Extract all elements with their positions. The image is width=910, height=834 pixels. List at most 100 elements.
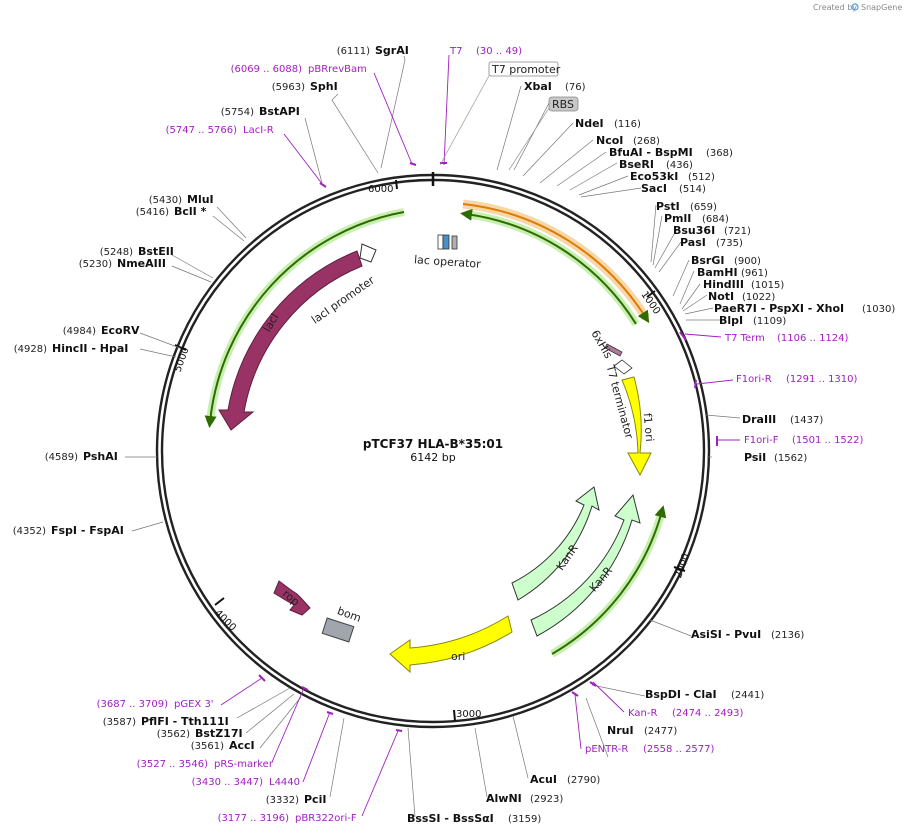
site-label-noti[interactable]: NotI(1022) (708, 290, 775, 303)
svg-text:(5248): (5248) (100, 247, 133, 258)
site-label-bfuai[interactable]: BfuAI - BspMI(368) (609, 146, 733, 159)
ori-feature[interactable]: ori (389, 615, 513, 674)
site-label-bsu36i[interactable]: Bsu36I(721) (673, 224, 751, 237)
svg-text:(3430 .. 3447): (3430 .. 3447) (192, 777, 264, 788)
tick-4000: 4000 (212, 597, 238, 634)
site-label-saci[interactable]: SacI(514) (641, 182, 706, 195)
site-label-bstapi[interactable]: (5754)BstAPI (221, 105, 300, 118)
orf-arrow-top (460, 208, 640, 327)
svg-text:(3562): (3562) (157, 729, 190, 740)
svg-text:BclI *: BclI * (174, 205, 207, 218)
svg-text:(3527 .. 3546): (3527 .. 3546) (137, 759, 209, 770)
laci-feature[interactable]: lacI (218, 250, 363, 431)
site-label-bsrgi[interactable]: BsrGI(900) (691, 254, 761, 267)
svg-text:T7: T7 (449, 46, 462, 57)
svg-text:pENTR-R: pENTR-R (585, 744, 628, 755)
site-label-pcii[interactable]: (3332)PciI (266, 793, 327, 806)
site-label-bsssi[interactable]: BssSI - BssSαI(3159) (407, 812, 541, 825)
site-label-ndei[interactable]: NdeI(116) (575, 117, 641, 130)
plasmid-name: pTCF37 HLA-B*35:01 (363, 437, 503, 451)
rop-feature[interactable]: rop (273, 580, 311, 616)
primer-label-t7[interactable]: T7(30 .. 49) (449, 46, 522, 57)
tick-3000: 3000 (453, 709, 481, 722)
sixhis-feature[interactable]: 6xHis (588, 328, 623, 361)
svg-text:FspI - FspAI: FspI - FspAI (51, 524, 124, 537)
svg-text:(684): (684) (702, 214, 729, 225)
site-label-psti[interactable]: PstI(659) (656, 200, 717, 213)
site-label-pmli[interactable]: PmlI(684) (664, 212, 729, 225)
primer-label-pbrrevbam[interactable]: (6069 .. 6088)pBRrevBam (231, 64, 367, 75)
site-label-hincii[interactable]: (4928) HincII - HpaI (14, 342, 129, 355)
svg-text:DraIII: DraIII (742, 413, 776, 426)
site-label-eco53ki[interactable]: Eco53kI(512) (630, 170, 715, 183)
plasmid-length: 6142 bp (410, 451, 455, 464)
primer-label-f1ori-f[interactable]: F1ori-F(1501 .. 1522) (744, 435, 864, 446)
primer-label-l4440[interactable]: (3430 .. 3447)L4440 (192, 777, 300, 788)
primer-label-pgex3[interactable]: (3687 .. 3709)pGEX 3' (97, 699, 214, 710)
svg-text:PshAI: PshAI (83, 450, 118, 463)
primer-label-pbr322ori-f[interactable]: (3177 .. 3196)pBR322ori-F (218, 813, 357, 824)
primer-label-laci-r[interactable]: (5747 .. 5766)LacI-R (166, 125, 274, 136)
site-label-sgrai[interactable]: (6111)SgrAI (337, 44, 409, 57)
svg-text:(368): (368) (706, 148, 733, 159)
rbs-box[interactable]: RBS (548, 96, 579, 112)
site-label-pasi[interactable]: PasI(735) (680, 236, 743, 249)
site-label-fspi[interactable]: (4352) FspI - FspAI (13, 524, 124, 537)
site-label-mlui[interactable]: (5430)MluI (149, 193, 214, 206)
site-label-bstz17i[interactable]: (3562)BstZ17I (157, 727, 243, 740)
svg-text:PflFI - Tth111I: PflFI - Tth111I (141, 715, 229, 728)
primer-label-pentr-r[interactable]: pENTR-R(2558 .. 2577) (585, 744, 715, 755)
svg-text:(4589): (4589) (45, 452, 78, 463)
site-label-pvui[interactable]: AsiSI - PvuI(2136) (691, 628, 804, 641)
svg-text:(1562): (1562) (774, 453, 807, 464)
svg-text:AcuI: AcuI (530, 773, 557, 786)
svg-text:HindIII: HindIII (703, 278, 744, 291)
svg-text:(2790): (2790) (567, 775, 600, 786)
svg-text:EcoRV: EcoRV (101, 324, 140, 337)
svg-text:(4928): (4928) (14, 344, 47, 355)
primer-label-t7-term[interactable]: T7 Term(1106 .. 1124) (724, 333, 849, 344)
primer-label-kan-r[interactable]: Kan-R(2474 .. 2493) (628, 708, 744, 719)
svg-text:(116): (116) (614, 119, 641, 130)
svg-text:(2923): (2923) (530, 794, 563, 805)
t7-promoter-box[interactable]: T7 promoter (488, 61, 561, 77)
site-label-acui[interactable]: AcuI (2790) (530, 773, 600, 786)
primer-label-f1ori-r[interactable]: F1ori-R(1291 .. 1310) (736, 374, 858, 385)
site-label-sphi[interactable]: (5963)SphI (272, 80, 338, 93)
svg-text:(5230): (5230) (79, 259, 112, 270)
site-label-nmeaiii[interactable]: (5230)NmeAIII (79, 257, 166, 270)
svg-text:RBS: RBS (552, 98, 574, 111)
site-label-blpi[interactable]: BlpI(1109) (719, 314, 786, 327)
site-label-bamhi[interactable]: BamHI(961) (697, 266, 768, 279)
site-label-ecorv[interactable]: (4984)EcoRV (63, 324, 140, 337)
site-label-hindiii[interactable]: HindIII(1015) (703, 278, 784, 291)
site-label-pflfi[interactable]: (3587)PflFI - Tth111I (103, 715, 229, 728)
svg-text:BamHI: BamHI (697, 266, 738, 279)
site-label-alwni[interactable]: AlwNI(2923) (486, 792, 563, 805)
site-label-bseri[interactable]: BseRI(436) (619, 158, 693, 171)
site-label-xbai[interactable]: XbaI(76) (524, 80, 586, 93)
lac-operator-feature[interactable]: lac operator (414, 234, 482, 271)
site-label-claI[interactable]: BspDI - ClaI(2441) (645, 688, 764, 701)
site-label-draiii[interactable]: DraIII(1437) (742, 413, 823, 426)
site-label-pshai[interactable]: (4589) PshAI (45, 450, 118, 463)
svg-text:(2441): (2441) (731, 690, 764, 701)
svg-text:(3687 .. 3709): (3687 .. 3709) (97, 699, 169, 710)
svg-text:(5747 .. 5766): (5747 .. 5766) (166, 125, 238, 136)
svg-text:(4352): (4352) (13, 526, 46, 537)
svg-text:pBR322ori-F: pBR322ori-F (295, 813, 357, 824)
svg-text:Kan-R: Kan-R (628, 708, 657, 719)
primer-label-prs-marker[interactable]: (3527 .. 3546)pRS-marker (137, 759, 274, 770)
f1-ori-feature[interactable]: f1 ori (621, 376, 656, 477)
site-label-psii[interactable]: PsiI(1562) (744, 451, 807, 464)
site-label-nrui[interactable]: NruI(2477) (607, 724, 677, 737)
site-label-acci[interactable]: (3561)AccI (191, 739, 255, 752)
svg-text:HincII - HpaI: HincII - HpaI (52, 342, 128, 355)
site-label-bcli[interactable]: (5416)BclI * (136, 205, 207, 218)
site-label-bsteii[interactable]: (5248)BstEII (100, 245, 174, 258)
site-label-ncoi[interactable]: NcoI(268) (596, 134, 660, 147)
site-label-xhoi[interactable]: PaeR7I - PspXI - XhoI(1030) (714, 302, 895, 315)
bom-feature[interactable]: bom (321, 604, 363, 643)
svg-text:PciI: PciI (304, 793, 326, 806)
